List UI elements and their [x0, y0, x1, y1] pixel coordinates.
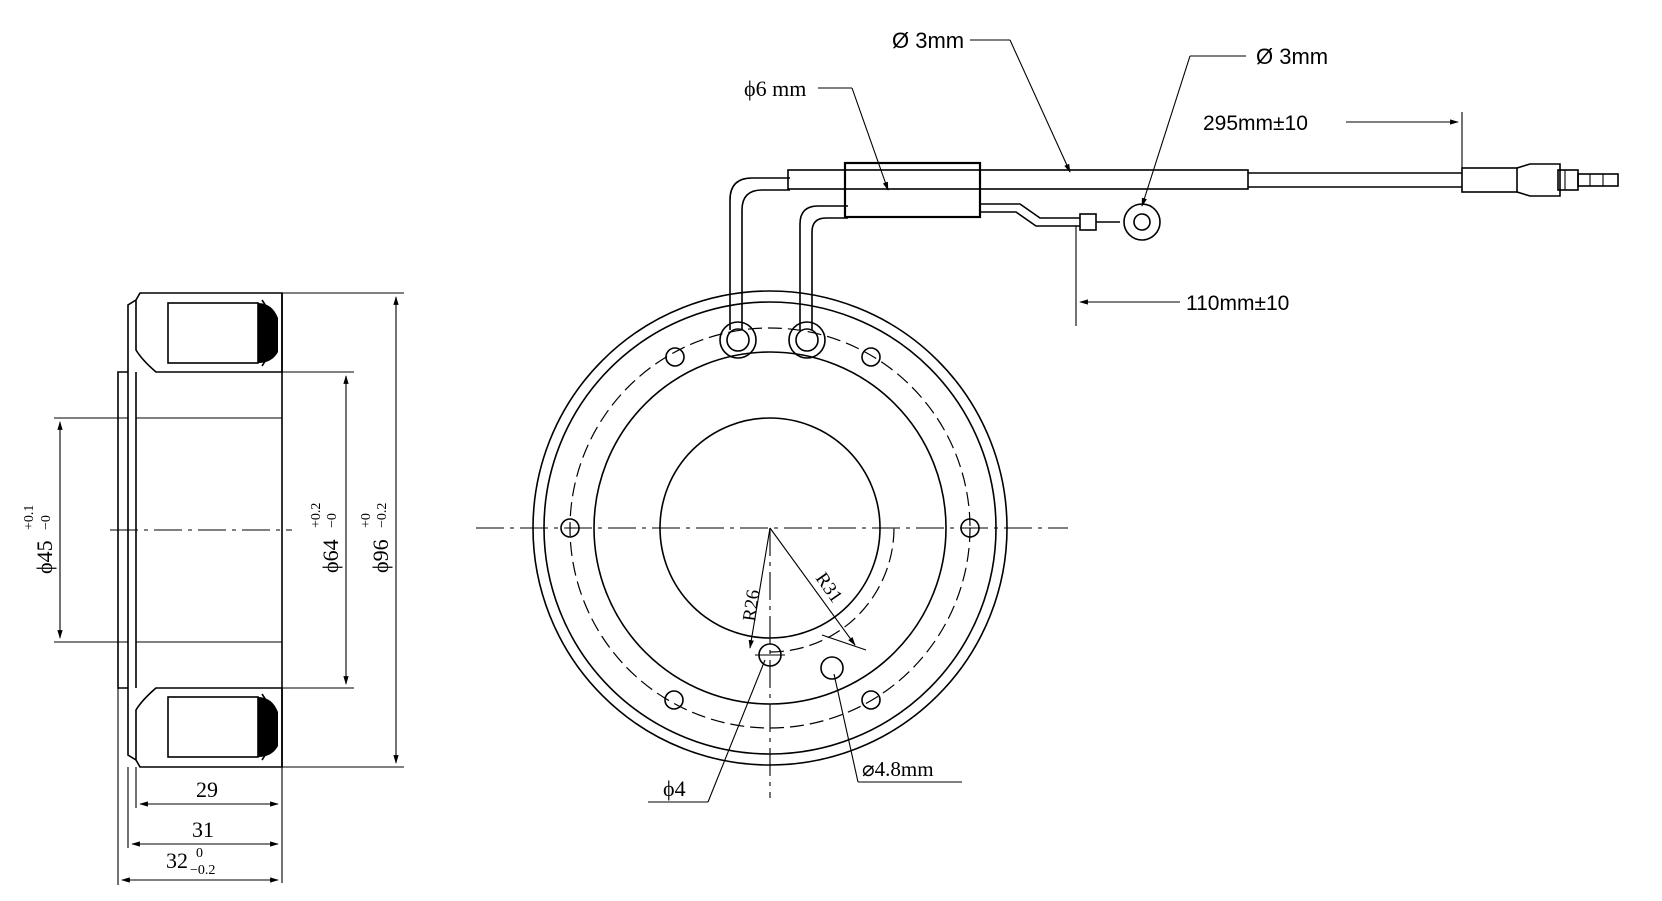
- mounting-holes: [560, 347, 980, 710]
- width-32-tol-upper: 0: [196, 846, 203, 861]
- terminal-holes: [719, 321, 826, 359]
- outer-diameter-label: ϕ96: [368, 539, 393, 573]
- large-hole: [820, 656, 844, 680]
- sleeve-diameter-label: ϕ6 mm: [744, 76, 806, 101]
- lead-connector: [1461, 163, 1619, 197]
- ground-wire-diameter-label: Ø 3mm: [1256, 44, 1328, 69]
- sleeve-6mm: [843, 161, 982, 219]
- inner-diameter-dimension: ϕ64 +0.2 −0: [282, 371, 354, 689]
- outer-tol-upper: +0: [359, 513, 374, 528]
- braided-wire: [787, 169, 1249, 190]
- wire-diameter-label: Ø 3mm: [892, 28, 964, 53]
- width-31-label: 31: [192, 817, 214, 842]
- ground-ring-terminal: [1123, 203, 1161, 241]
- inner-diameter-label: ϕ64: [318, 539, 343, 573]
- outer-diameter-dimension: ϕ96 +0 −0.2: [282, 292, 404, 768]
- inner-tol-lower: −0: [325, 513, 340, 528]
- width-dimensions: 29 31 32 0 −0.2: [117, 688, 283, 885]
- width-32-tol-lower: −0.2: [190, 863, 215, 878]
- hole-4-8mm-label: ⌀4.8mm: [862, 757, 934, 781]
- bore-dimension: ϕ45 +0.1 −0: [22, 417, 128, 643]
- radius-r31-label: R31: [811, 569, 846, 607]
- width-29-label: 29: [196, 777, 218, 802]
- side-section-view: ϕ45 +0.1 −0 ϕ64 +0.2 −0 ϕ96 +0 −0.2: [22, 292, 404, 885]
- top-coil-section: [135, 292, 283, 373]
- bore-diameter-label: ϕ45: [32, 540, 57, 574]
- ground-length-label: 110mm±10: [1186, 292, 1289, 315]
- inner-tol-upper: +0.2: [309, 503, 324, 528]
- bottom-coil-section: [135, 687, 283, 768]
- hole-phi4-label: ϕ4: [663, 776, 686, 801]
- front-view: R26 R31 ϕ4 ⌀4.8mm: [476, 290, 1068, 803]
- bore-tol-upper: +0.1: [22, 505, 37, 530]
- radius-r26-label: R26: [739, 588, 764, 622]
- lead-wires: ϕ6 mm Ø 3mm Ø 3mm 295mm±10 110mm±10: [729, 28, 1619, 330]
- outer-tol-lower: −0.2: [375, 503, 390, 528]
- bore-tol-lower: −0: [39, 515, 54, 530]
- width-32-label: 32: [166, 848, 188, 873]
- lead-length-label: 295mm±10: [1203, 112, 1308, 135]
